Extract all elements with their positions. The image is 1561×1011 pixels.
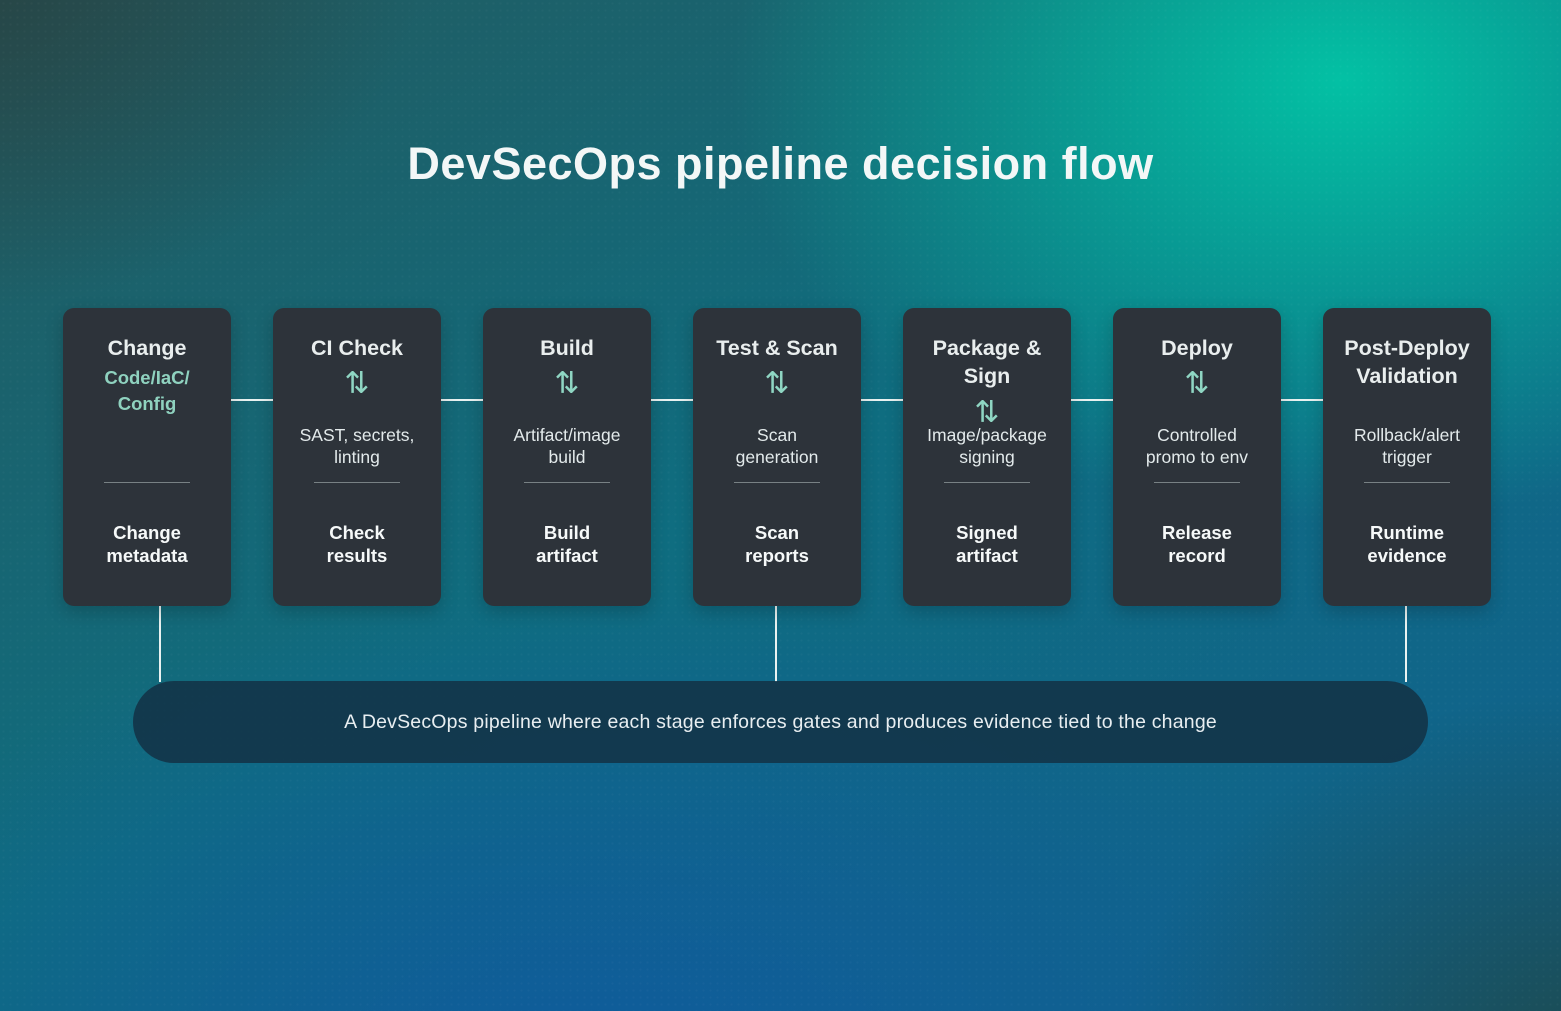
stage-title: Change xyxy=(107,336,187,360)
connector-testscan-to-summary xyxy=(775,606,777,682)
stage-body: Artifact/image build xyxy=(513,425,621,468)
stage-title: CI Check xyxy=(310,336,403,360)
stage-card-package-sign: Package & Sign ⇅ Image/package signing S… xyxy=(903,308,1071,606)
summary-text: A DevSecOps pipeline where each stage en… xyxy=(344,710,1217,733)
connector-change-to-summary xyxy=(159,606,161,682)
stage-body: Scan generation xyxy=(735,425,819,468)
connector-postdeploy-to-summary xyxy=(1405,606,1407,682)
stage-output: Signed artifact xyxy=(956,522,1018,567)
stage-title: Deploy xyxy=(1161,336,1233,360)
stage-title: Test & Scan xyxy=(716,336,838,360)
stage-body: Controlled promo to env xyxy=(1145,425,1249,468)
page-title: DevSecOps pipeline decision flow xyxy=(407,138,1154,189)
stage-divider xyxy=(524,482,610,483)
stage-divider xyxy=(1154,482,1240,483)
stage-card-test-scan: Test & Scan ⇅ Scan generation Scan repor… xyxy=(693,308,861,606)
stage-divider xyxy=(1364,482,1450,483)
stage-divider xyxy=(314,482,400,483)
stage-divider xyxy=(104,482,190,483)
stage-card-post-deploy-validation: Post-Deploy Validation Rollback/alert tr… xyxy=(1323,308,1491,606)
stage-body: Rollback/alert trigger xyxy=(1353,425,1461,468)
stage-divider xyxy=(734,482,820,483)
stage-output: Runtime evidence xyxy=(1367,522,1447,567)
pipeline-stage-row: Change Code/IaC/ Config Change metadata … xyxy=(63,308,1491,606)
summary-pill: A DevSecOps pipeline where each stage en… xyxy=(133,681,1428,763)
stage-output: Build artifact xyxy=(536,522,598,567)
stage-output: Check results xyxy=(326,522,388,567)
stage-title: Build xyxy=(540,336,594,360)
stage-subtitle: Code/IaC/ Config xyxy=(104,367,190,414)
stage-divider xyxy=(944,482,1030,483)
stage-card-change: Change Code/IaC/ Config Change metadata xyxy=(63,308,231,606)
stage-title: Package & Sign xyxy=(932,336,1042,389)
up-down-arrows-icon: ⇅ xyxy=(974,394,1000,430)
stage-output: Scan reports xyxy=(745,522,809,567)
up-down-arrows-icon: ⇅ xyxy=(764,366,790,402)
stage-card-build: Build ⇅ Artifact/image build Build artif… xyxy=(483,308,651,606)
stage-output: Change metadata xyxy=(106,522,188,567)
stage-card-deploy: Deploy ⇅ Controlled promo to env Release… xyxy=(1113,308,1281,606)
up-down-arrows-icon: ⇅ xyxy=(554,366,580,402)
stage-title: Post-Deploy Validation xyxy=(1344,336,1470,389)
stage-body: SAST, secrets, linting xyxy=(299,425,415,468)
stage-card-ci-check: CI Check ⇅ SAST, secrets, linting Check … xyxy=(273,308,441,606)
up-down-arrows-icon: ⇅ xyxy=(1184,366,1210,402)
stage-body: Image/package signing xyxy=(927,425,1047,468)
stage-output: Release record xyxy=(1162,522,1232,567)
up-down-arrows-icon: ⇅ xyxy=(344,366,370,402)
